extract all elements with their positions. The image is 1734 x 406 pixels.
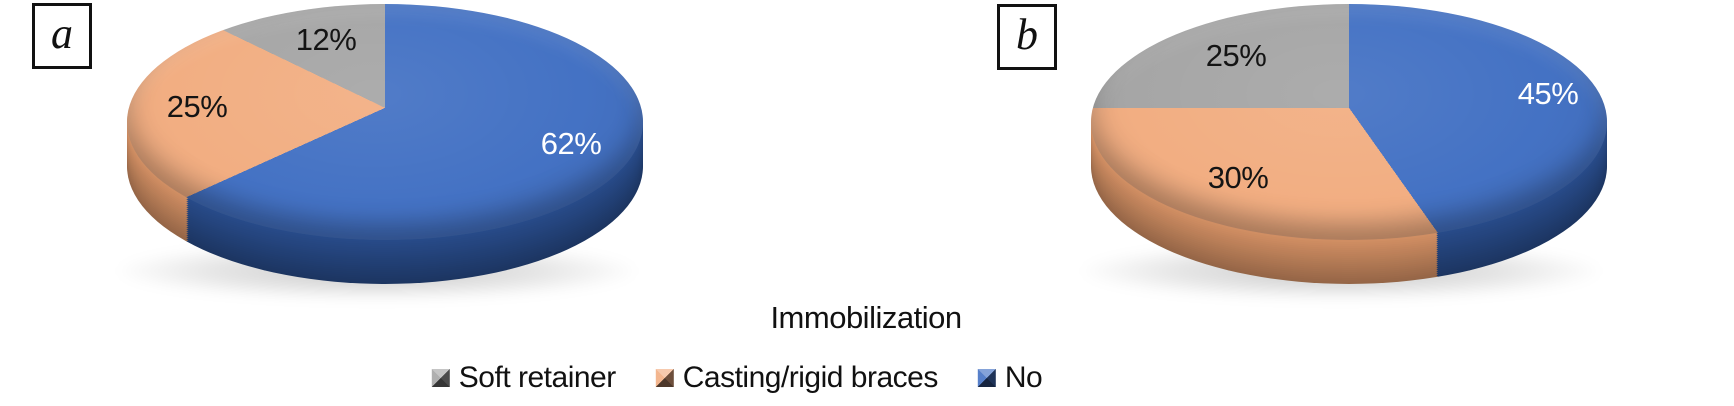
legend: Soft retainer Casting/rigid braces No [431, 361, 1043, 395]
pie-top-face [1091, 4, 1607, 240]
legend-item: Casting/rigid braces [655, 361, 939, 395]
slice-label: 12% [295, 22, 357, 57]
slice-label: 45% [1517, 76, 1579, 111]
legend-item-label: No [1004, 361, 1043, 394]
slice-label: 25% [1205, 38, 1267, 73]
slice-label: 25% [166, 89, 228, 124]
legend-item-label: Soft retainer [458, 361, 616, 394]
legend-marker-icon [977, 369, 996, 387]
slice-label: 62% [540, 126, 602, 161]
legend-marker-icon [655, 369, 674, 387]
pie-chart-a: 62% 25% 12% [117, 4, 643, 314]
panel-label-b: b [997, 4, 1057, 70]
slice-label: 30% [1207, 160, 1269, 195]
legend-item: Soft retainer [431, 361, 616, 395]
pie-bevel-overlay [1091, 4, 1607, 240]
pie-chart-b: 45% 30% 25% [1081, 4, 1607, 314]
legend-title: Immobilization [770, 300, 962, 335]
legend-item-label: Casting/rigid braces [682, 361, 939, 394]
legend-marker-icon [431, 369, 450, 387]
pie-bevel-overlay [127, 4, 643, 240]
panel-label-a: a [32, 3, 92, 69]
legend-item: No [977, 361, 1043, 395]
pie-top-face [127, 4, 643, 240]
